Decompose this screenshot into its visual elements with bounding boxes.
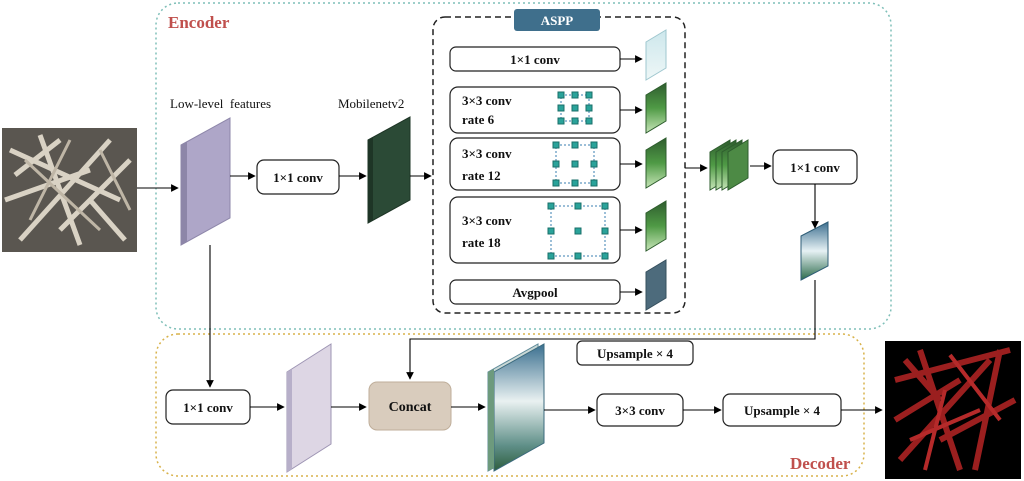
aspp-branch-rate6-line1: 3×3 conv	[462, 93, 512, 108]
decoder-conv1-label: 1×1 conv	[183, 400, 233, 415]
aspp-branch-avgpool-label: Avgpool	[512, 285, 558, 300]
aspp-branch-rate6-line2: rate 6	[462, 112, 495, 127]
backbone-feature-map	[367, 116, 411, 224]
encoder-upsample-box	[576, 340, 694, 366]
concat-box	[368, 381, 452, 431]
dilated-kernel-rate6-icon	[557, 91, 593, 125]
dilated-kernel-rate18-icon	[547, 202, 609, 260]
decoder-title: Decoder	[790, 454, 851, 473]
encoder-output-feature-map	[800, 221, 829, 281]
aspp-branch-rate12-line2: rate 12	[462, 168, 501, 183]
decoder-conv3-label: 3×3 conv	[615, 403, 665, 418]
dilated-kernel-rate12-icon	[552, 141, 598, 187]
aspp-branch-rate18-box	[449, 196, 621, 264]
aspp-output-map-3	[645, 137, 667, 189]
connection-arrows	[137, 55, 883, 414]
aspp-output-map-2	[645, 82, 667, 134]
decoder-lowlevel-feature-map	[286, 343, 332, 473]
aspp-concat-stack	[709, 139, 749, 191]
aspp-output-map-4	[645, 200, 667, 252]
encoder-title: Encoder	[168, 13, 230, 32]
decoder-frame	[155, 333, 865, 477]
decoder-concat-feature-map	[487, 343, 545, 472]
encoder-conv1-label: 1×1 conv	[273, 170, 323, 185]
aspp-branch-rate12-line1: 3×3 conv	[462, 146, 512, 161]
aspp-output-map-1	[645, 29, 667, 81]
segmentation-mask-icon	[885, 341, 1021, 479]
encoder-conv1-box	[256, 159, 340, 195]
aspp-title-tab	[514, 9, 600, 31]
aspp-title: ASPP	[541, 13, 574, 28]
aspp-branch-rate18-line2: rate 18	[462, 235, 501, 250]
aspp-branch-1x1-label: 1×1 conv	[510, 52, 560, 67]
input-photo-icon	[2, 128, 137, 252]
concat-label: Concat	[389, 400, 432, 415]
encoder-upsample-label: Upsample × 4	[597, 346, 674, 361]
encoder-output-conv-label: 1×1 conv	[790, 160, 840, 175]
aspp-branch-rate18-line1: 3×3 conv	[462, 213, 512, 228]
encoder-frame	[155, 2, 892, 330]
low-level-features-label: Low-level features	[170, 96, 271, 111]
low-level-feature-map	[180, 117, 231, 246]
aspp-output-map-5	[645, 259, 667, 311]
backbone-label: Mobilenetv2	[338, 96, 404, 111]
decoder-upsample-label: Upsample × 4	[744, 403, 821, 418]
